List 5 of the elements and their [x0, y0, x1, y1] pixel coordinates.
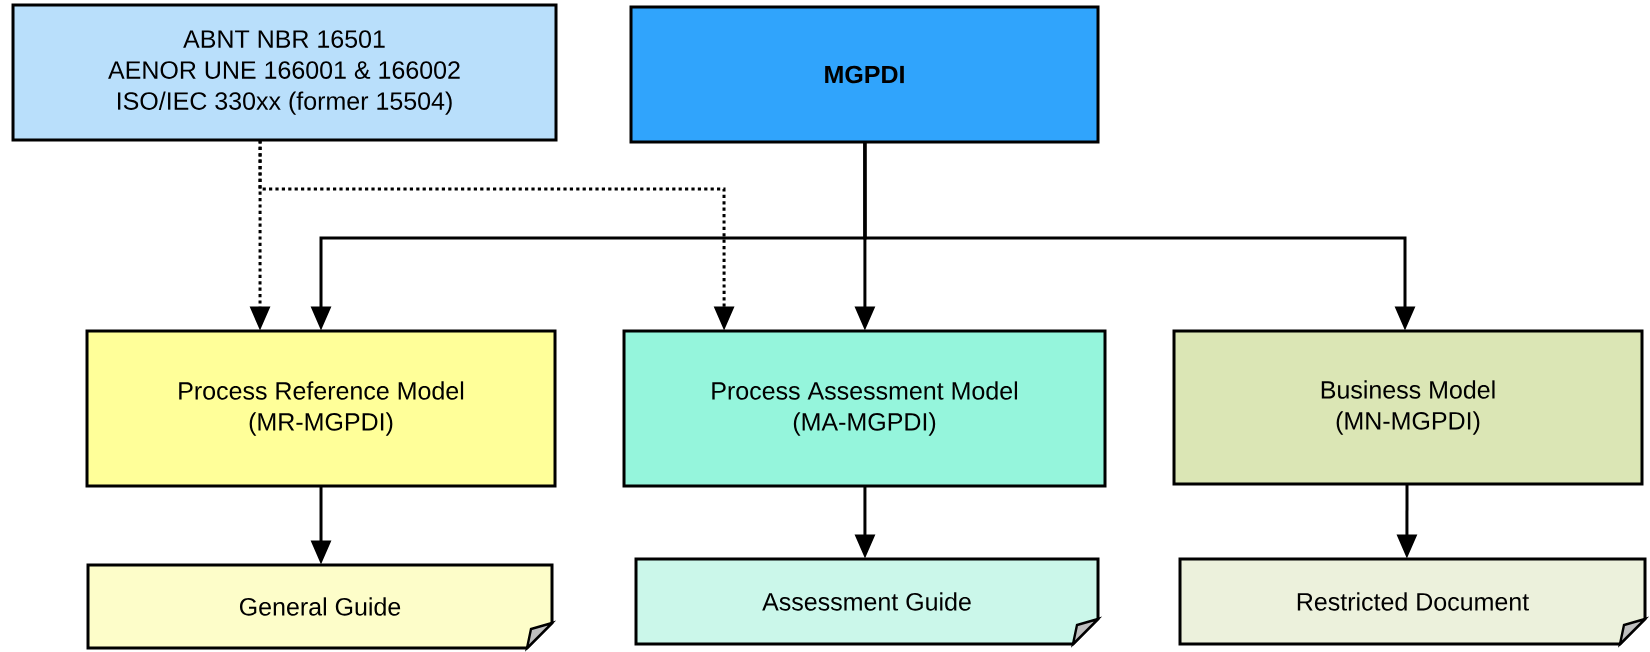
process-box: Business Model (MN-MGPDI) [1172, 329, 1644, 486]
process-box: ABNT NBR 16501 AENOR UNE 166001 & 166002 ISO/IEC 330xx (former 15504) [11, 3, 558, 142]
process-box: Process Reference Model (MR-MGPDI) [85, 329, 557, 488]
process-box: Process Assessment Model (MA-MGPDI) [622, 329, 1107, 488]
process-box: MGPDI [629, 5, 1100, 144]
